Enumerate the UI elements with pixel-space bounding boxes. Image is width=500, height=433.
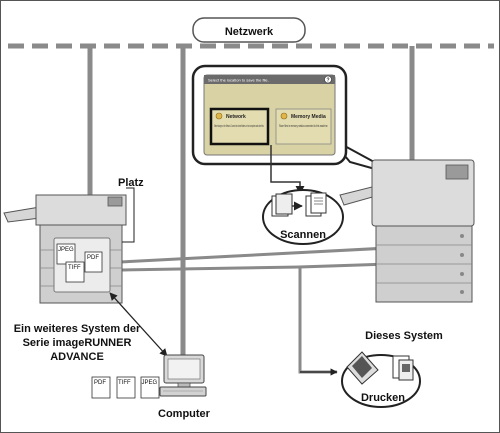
file-jpeg-icon: JPEG (56, 243, 76, 265)
computer-icon (159, 354, 207, 397)
network-button-desc: Select storage on the Network. Connect t… (214, 123, 264, 128)
place-label: Platz (118, 177, 144, 189)
scan-bubble: Scannen (262, 189, 344, 245)
print-bubble: Drucken (341, 351, 421, 408)
scan-flow-arrow (270, 145, 305, 195)
computer-file-jpeg-icon (140, 376, 160, 399)
network-label: Netzwerk (225, 26, 274, 38)
scanned-documents-icon (271, 192, 327, 217)
computer-label: Computer (158, 408, 211, 420)
file-format-left-1: PDF (87, 255, 99, 261)
system-connections (98, 246, 389, 374)
computer-file-pdf-icon (91, 376, 111, 399)
this-system-machine (339, 159, 475, 303)
file-format-computer-0: PDF (94, 380, 106, 386)
memory-media-desc: Store files in memory media connected to… (279, 123, 328, 128)
printed-documents-icon (346, 351, 414, 385)
network-backbone (8, 43, 494, 355)
file-tiff-icon: TIFF (65, 261, 85, 283)
file-pdf-icon: PDF (84, 251, 103, 273)
memory-media-icon (280, 112, 288, 120)
screen-title: Select the location to save the file. (208, 78, 269, 83)
network-button-label: Network (226, 114, 246, 120)
storage-box: JPEG PDF TIFF (53, 237, 111, 293)
other-system-line1: Ein weiteres System der (14, 323, 141, 335)
other-system-computer-arrow (109, 292, 168, 357)
file-format-computer-2: JPEG (142, 380, 158, 386)
other-system-line2: Serie imageRUNNER (23, 337, 132, 349)
memory-media-button[interactable]: Memory Media Store files in memory media… (275, 108, 332, 145)
memory-media-label: Memory Media (291, 114, 326, 120)
computer-file-tiff-icon (116, 376, 136, 399)
this-system-label: Dieses System (365, 330, 443, 342)
file-format-left-2: TIFF (68, 265, 81, 271)
print-label: Drucken (361, 392, 405, 404)
network-folder-icon (215, 112, 223, 120)
help-icon[interactable] (324, 75, 332, 84)
network-label-box: Netzwerk (192, 17, 306, 43)
computer-files: PDF TIFF JPEG (91, 376, 160, 399)
file-format-computer-1: TIFF (118, 380, 131, 386)
help-text: ? (326, 78, 329, 84)
network-button[interactable]: Network Select storage on the Network. C… (209, 107, 270, 146)
file-format-left-0: JPEG (58, 247, 74, 253)
scan-label: Scannen (280, 229, 326, 241)
screen-callout: Select the location to save the file. ? … (191, 64, 401, 177)
other-system-line3: ADVANCE (50, 351, 104, 363)
